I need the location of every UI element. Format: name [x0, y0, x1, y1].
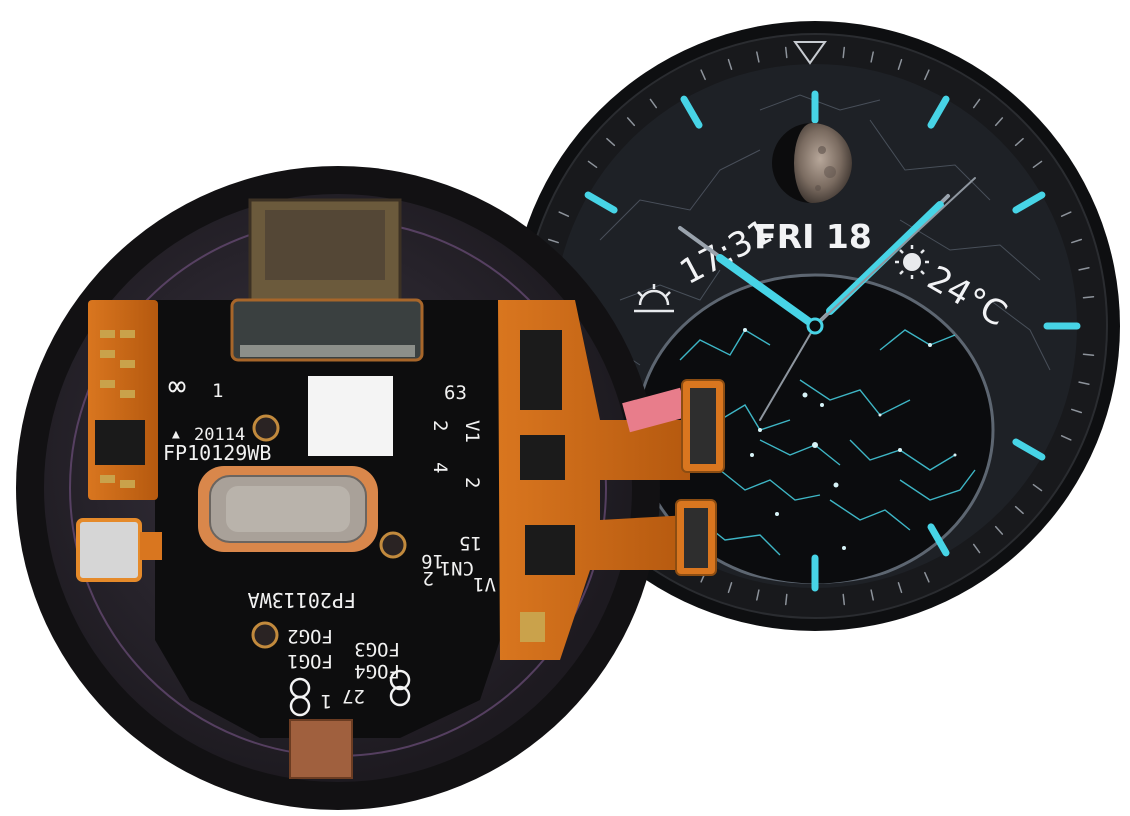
- infinity-glyph-icon: ∞: [168, 369, 186, 404]
- hour-marker: [927, 523, 950, 557]
- minute-tick: [842, 46, 846, 59]
- left-test-pad: [76, 518, 142, 582]
- hour-marker: [1012, 438, 1046, 461]
- minute-tick: [626, 117, 636, 127]
- left-chip: [95, 420, 145, 465]
- minute-tick: [727, 58, 733, 70]
- sky-window: [635, 273, 995, 584]
- sun-icon: [895, 245, 929, 279]
- minute-tick: [842, 593, 846, 606]
- minute-tick: [649, 98, 658, 109]
- label-n15: 15: [459, 532, 482, 554]
- face-date: FRI 18: [754, 217, 872, 256]
- label-fog4: FOG4: [354, 660, 400, 682]
- minute-tick: [994, 117, 1004, 127]
- minute-tick: [924, 571, 930, 583]
- mounting-holes: [251, 414, 407, 649]
- label-n16: 16: [421, 550, 444, 572]
- silkscreen-labels: 1 63 ▲ 20114 FP10129WB 2 V1 4 2 15 16 CN…: [163, 380, 496, 712]
- label-n27: 27: [342, 685, 365, 707]
- label-date-code: 20114: [194, 425, 245, 445]
- minute-tick: [972, 543, 981, 554]
- minute-tick: [1071, 238, 1083, 244]
- minute-tick: [756, 589, 760, 601]
- minute-tick: [1078, 381, 1090, 385]
- label-part-bottom: FP20113WA: [248, 588, 356, 612]
- minute-tick: [924, 69, 930, 81]
- left-components: [100, 330, 135, 488]
- right-flex-area: [498, 300, 690, 660]
- minute-tick: [606, 137, 616, 147]
- label-n1b: 1: [321, 690, 332, 712]
- label-v1-top: V1: [461, 420, 483, 443]
- display-back: ∞ 1 63 ▲ 20114 FP10129WB 2 V1 4 2 15 16 …: [16, 166, 725, 810]
- minute-tick: [870, 589, 874, 601]
- minute-tick: [1060, 211, 1072, 217]
- hour-hand: [716, 254, 819, 330]
- second-hand-tail: [759, 325, 816, 421]
- minute-tick: [784, 46, 788, 59]
- minute-tick: [1032, 160, 1043, 169]
- minute-tick: [547, 238, 559, 244]
- label-n2a: 2: [429, 420, 451, 431]
- minute-tick: [870, 51, 874, 63]
- connector-glyph-icon: [289, 669, 411, 717]
- hour-marker: [1012, 191, 1046, 214]
- hand-pivot: [806, 317, 824, 335]
- minute-tick: [972, 98, 981, 109]
- minute-tick: [756, 51, 760, 63]
- label-fog1: FOG1: [287, 650, 333, 672]
- minute-tick: [1032, 483, 1043, 492]
- minute-tick: [994, 525, 1004, 535]
- minute-tick: [1071, 408, 1083, 414]
- minute-tick: [1082, 353, 1095, 357]
- minute-tick: [1060, 435, 1072, 441]
- minute-tick: [1082, 295, 1095, 299]
- minute-tick: [1014, 137, 1024, 147]
- label-n4: 4: [429, 462, 451, 473]
- label-pin-63: 63: [444, 382, 467, 404]
- bottom-flex-tail: [289, 719, 353, 779]
- minute-tick: [1078, 267, 1090, 271]
- label-part-top: FP10129WB: [163, 441, 271, 465]
- warning-triangle-icon: ▲: [172, 427, 180, 442]
- hour-marker: [680, 95, 703, 129]
- minute-tick: [1014, 505, 1024, 515]
- label-fog2: FOG2: [287, 625, 333, 647]
- top-flex-connector: [230, 198, 424, 362]
- label-cn1: CN1: [440, 557, 474, 579]
- moon-icon: [772, 123, 852, 203]
- minute-tick: [727, 582, 733, 594]
- label-n2b: 2: [461, 477, 483, 488]
- label-fog3: FOG3: [354, 638, 400, 660]
- minute-tick: [897, 582, 903, 594]
- minute-tick: [700, 69, 706, 81]
- label-v1-bottom: V1: [473, 573, 496, 595]
- hour-marker: [927, 95, 950, 129]
- label-n2c: 2: [423, 567, 434, 589]
- watch-hands: [678, 177, 976, 421]
- white-label: [308, 376, 393, 456]
- sunrise-icon: [634, 284, 674, 313]
- center-sensor: [198, 466, 378, 552]
- hour-marker: [584, 191, 618, 214]
- minute-tick: [587, 160, 598, 169]
- minute-tick: [897, 58, 903, 70]
- left-pad-trace: [140, 532, 162, 560]
- minute-tick: [558, 211, 570, 217]
- twelve-marker-icon: [793, 41, 827, 65]
- minute-hand: [826, 201, 944, 315]
- minute-tick: [784, 593, 788, 606]
- label-pin-1: 1: [212, 380, 223, 402]
- second-hand: [814, 177, 976, 327]
